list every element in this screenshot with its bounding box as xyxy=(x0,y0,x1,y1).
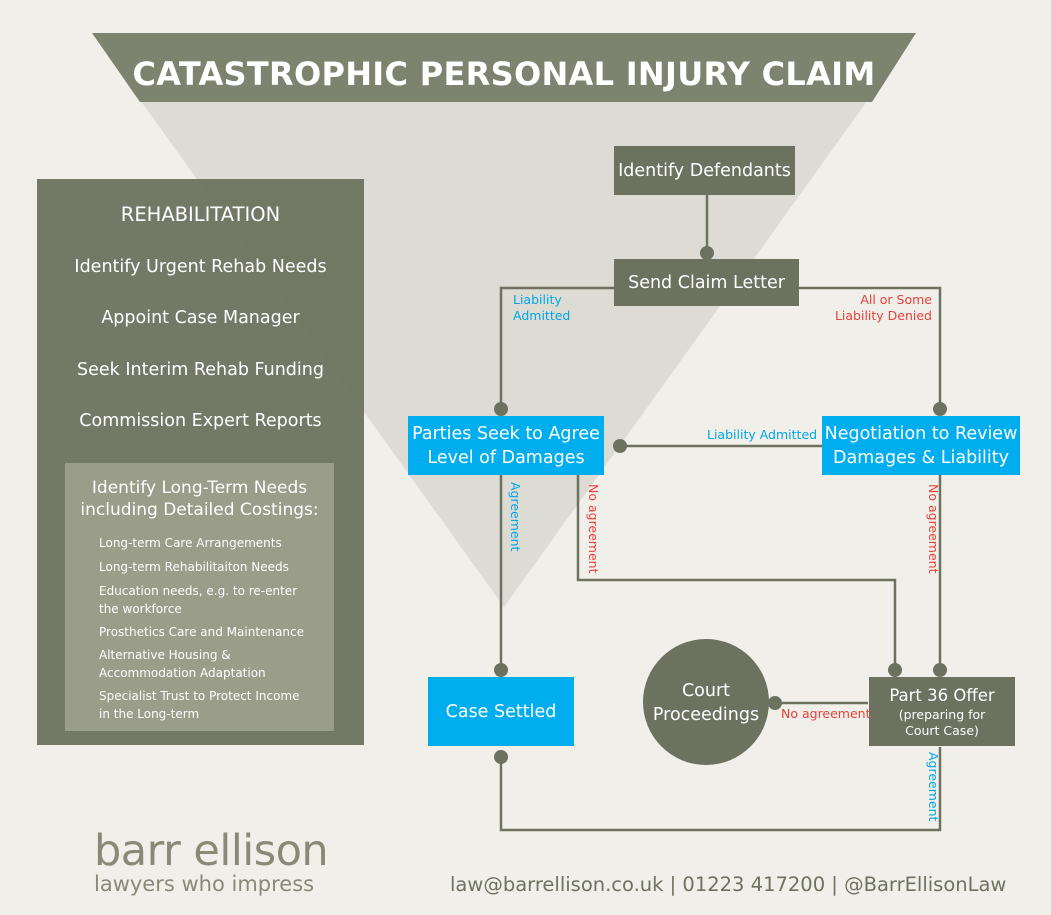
parties-seek-agree-box: Parties Seek to Agree Level of Damages xyxy=(408,416,604,475)
connector-dot xyxy=(613,439,627,453)
box-line: Proceedings xyxy=(652,705,760,725)
page-title: CATASTROPHIC PERSONAL INJURY CLAIM xyxy=(132,55,876,93)
connector-dot xyxy=(494,402,508,416)
connector-dot xyxy=(768,696,782,710)
long-term-needs-box xyxy=(65,463,334,731)
rehab-step: Commission Expert Reports xyxy=(79,411,322,431)
part-36-offer-box: Part 36 Offer (preparing for Court Case) xyxy=(869,677,1015,746)
connector-lines xyxy=(499,195,942,832)
connector-dot xyxy=(494,750,508,764)
rehab-step: Identify Urgent Rehab Needs xyxy=(74,257,327,277)
box-line: Court xyxy=(681,681,731,701)
connector-dot xyxy=(933,663,947,677)
case-settled-box: Case Settled xyxy=(428,677,574,746)
box-line: Part 36 Offer xyxy=(889,685,995,705)
court-proceedings-circle xyxy=(643,639,769,765)
liability-admitted-label: Liability Admitted xyxy=(513,292,570,324)
box-line: Negotiation to Review xyxy=(824,423,1018,444)
agreement-bottom-label: Agreement xyxy=(926,752,941,822)
long-term-needs-title-line: Identify Long-Term Needs xyxy=(91,478,308,498)
identify-defendants-box: Identify Defendants xyxy=(614,146,795,195)
no-agreement-label: No agreement xyxy=(926,484,941,574)
rehab-step: Appoint Case Manager xyxy=(101,308,300,328)
no-agreement-label: No agreement xyxy=(586,484,601,574)
long-term-needs-title: Identify Long-Term Needs including Detai… xyxy=(65,477,334,521)
rehabilitation-heading: REHABILITATION xyxy=(120,203,281,226)
court-proceedings-label: Court Proceedings xyxy=(643,676,769,730)
liability-admitted-mid-label: Liability Admitted xyxy=(707,427,818,442)
contact-info: law@barrellison.co.uk | 01223 417200 | @… xyxy=(450,873,1007,896)
box-line: Damages & Liability xyxy=(833,447,1009,468)
long-term-need-item: Long-term Rehabilitaiton Needs xyxy=(99,560,289,574)
connector-dot xyxy=(888,663,902,677)
box-line: Level of Damages xyxy=(427,447,585,468)
send-claim-letter-box: Send Claim Letter xyxy=(614,259,799,306)
long-term-need-item: Alternative Housing & Accommodation Adap… xyxy=(99,648,266,680)
liability-denied-label: All or Some Liability Denied xyxy=(812,292,932,324)
label-line: Admitted xyxy=(513,308,571,323)
long-term-need-item: Prosthetics Care and Maintenance xyxy=(99,625,304,639)
negotiation-box: Negotiation to Review Damages & Liabilit… xyxy=(822,416,1020,475)
no-agreement-court-label: No agreement xyxy=(781,706,871,721)
long-term-need-item: Long-term Care Arrangements xyxy=(99,536,282,550)
connector-dot xyxy=(494,663,508,677)
connector-dot xyxy=(933,402,947,416)
agreement-label: Agreement xyxy=(508,482,523,552)
title-banner xyxy=(92,33,916,102)
brand-tagline: lawyers who impress xyxy=(94,872,315,896)
box-line: Court Case) xyxy=(905,722,979,738)
box-line: (preparing for xyxy=(898,706,986,722)
rehab-step: Seek Interim Rehab Funding xyxy=(77,360,324,380)
connector-dots xyxy=(494,246,947,764)
long-term-needs-title-line: including Detailed Costings: xyxy=(80,500,319,520)
label-line: Liability xyxy=(513,292,562,307)
long-term-need-item: Specialist Trust to Protect Income in th… xyxy=(99,689,300,721)
long-term-need-item: Education needs, e.g. to re-enter the wo… xyxy=(99,584,298,616)
connector-dot xyxy=(700,246,714,260)
box-line: Parties Seek to Agree xyxy=(412,423,600,444)
label-line: Liability Denied xyxy=(834,308,932,323)
brand-logo-text: barr ellison xyxy=(94,826,329,876)
label-line: All or Some xyxy=(860,292,932,307)
